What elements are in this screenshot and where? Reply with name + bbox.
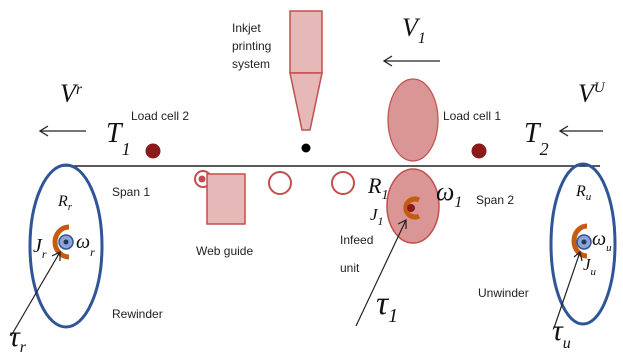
load-cell-2	[145, 143, 161, 159]
unwinder-label: Unwinder	[478, 286, 529, 300]
radius-r1-label: R1	[367, 173, 388, 203]
radius-rr-label: Rr	[57, 193, 73, 213]
inertia-ju-label: Ju	[583, 255, 597, 278]
unwinder-rotation-arrow	[571, 223, 588, 259]
rewinder-roll	[28, 163, 104, 329]
torque-tauu-arrow	[553, 251, 581, 329]
unwinder-hub-center	[581, 239, 587, 245]
omega-u-label: ωu	[592, 228, 612, 254]
inkjet-label-line2: printing	[232, 39, 271, 53]
svg-text:Inkjet printing system: Inkjet printing system	[232, 21, 275, 71]
infeed-label-line1: Infeed	[340, 233, 373, 247]
velocity-v1-label: V1	[402, 13, 426, 47]
inertia-jr-label: Jr	[33, 235, 47, 261]
velocity-vu-label: VU	[578, 79, 606, 108]
unwinder-roll	[549, 162, 617, 326]
inkjet-label-line3: system	[232, 57, 270, 71]
torque-tau1-arrow	[355, 219, 407, 327]
torque-tau1-arrowhead	[397, 219, 407, 229]
span-1-label: Span 1	[112, 185, 150, 199]
ink-droplet	[301, 143, 311, 153]
infeed-label-line2: unit	[340, 261, 360, 275]
span-2-label: Span 2	[476, 193, 514, 207]
load-cell-2-label: Load cell 2	[131, 109, 189, 123]
omega-1-label: ω1	[436, 177, 462, 211]
torque-tauu-arrowhead	[573, 250, 583, 262]
torque-tauu-label: τu	[552, 314, 571, 352]
inkjet-printhead-nozzle	[289, 72, 323, 131]
web-guide-label: Web guide	[196, 244, 253, 258]
web-guide-box	[206, 173, 246, 225]
velocity-vr-arrowhead	[38, 125, 49, 137]
rewinder-rotation-arrow	[52, 224, 70, 260]
velocity-vu-arrowhead	[558, 125, 569, 137]
torque-taur-arrowhead	[51, 251, 61, 261]
inkjet-label-line1: Inkjet	[232, 21, 261, 35]
tension-t1-label: T1	[106, 118, 131, 159]
radius-ru-label: Ru	[575, 183, 592, 203]
torque-taur-arrow	[10, 251, 61, 337]
rewinder-label: Rewinder	[112, 307, 163, 321]
rewinder-hub-center	[63, 239, 69, 245]
load-cell-1-label: Load cell 1	[443, 109, 501, 123]
inkjet-printhead-body	[289, 10, 323, 74]
torque-tau1-label: τ1	[376, 285, 398, 327]
load-cell-1	[471, 143, 487, 159]
velocity-vr-label: Vr	[60, 79, 83, 108]
torque-taur-label: τr	[9, 320, 27, 356]
infeed-nip-roller	[387, 78, 439, 162]
omega-r-label: ωr	[76, 231, 95, 259]
inertia-j1-label: J1	[370, 205, 384, 228]
web-guide-roller-dot	[198, 175, 206, 183]
svg-text:Infeed unit: Infeed unit	[340, 233, 377, 275]
infeed-hub	[407, 204, 415, 212]
idler-roller-2	[331, 171, 355, 195]
velocity-v1-arrowhead	[382, 55, 393, 67]
tension-t2-label: T2	[524, 118, 549, 159]
infeed-rotation-arrow	[403, 196, 421, 220]
idler-roller-1	[268, 171, 292, 195]
